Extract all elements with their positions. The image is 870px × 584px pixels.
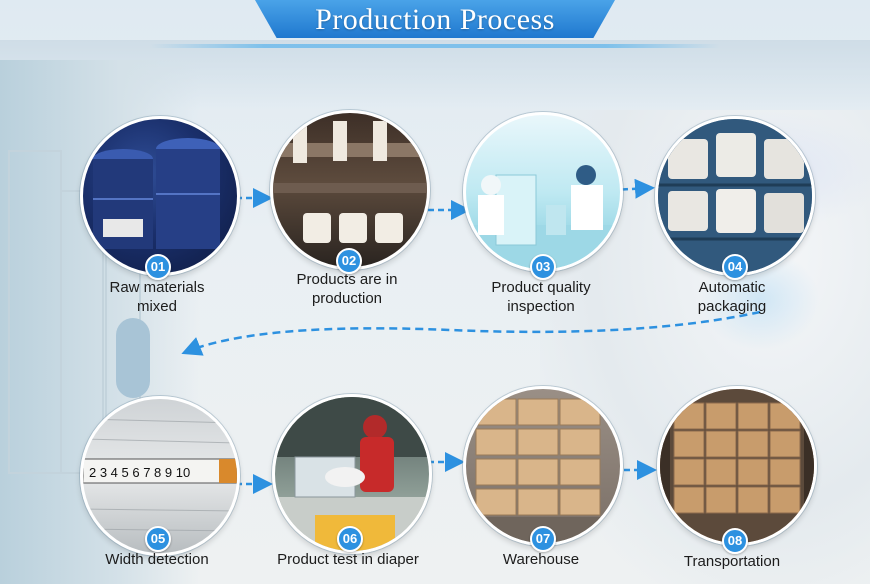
title-banner: Production Process [255, 0, 615, 38]
step-01-label-line1: Raw materials [109, 279, 205, 296]
warehouse-boxes-photo-icon [466, 398, 620, 543]
step-08-badge: 08 [722, 528, 748, 554]
step-08-photo [657, 386, 817, 546]
step-03-badge: 03 [530, 254, 556, 280]
raw-materials-drums-photo-icon [93, 138, 220, 249]
production-machine-photo-icon [273, 121, 427, 243]
step-05-caption: Width detection [67, 550, 247, 569]
step-04-photo [655, 116, 815, 276]
arrow-04-05 [181, 310, 761, 356]
step-02-badge: 02 [336, 248, 362, 274]
step-05-badge: 05 [145, 526, 171, 552]
step-06-caption: Product test in diaper [248, 550, 448, 569]
step-01-badge: 01 [145, 254, 171, 280]
step-03-label-line1: Product quality [491, 279, 591, 296]
background-worker [116, 318, 150, 398]
step-04-label-line2: packaging [697, 298, 767, 315]
step-05-label-line1: Width detection [105, 551, 209, 568]
step-07-label-line1: Warehouse [502, 551, 580, 568]
step-03-photo [463, 112, 623, 272]
step-04-label-line1: Automatic [698, 279, 766, 296]
title-underline [150, 44, 720, 48]
truck-loading-photo-icon [660, 389, 814, 543]
step-03-caption: Product quality inspection [451, 278, 631, 316]
quality-lab-photo-icon [466, 165, 620, 269]
step-01-label-line2: mixed [136, 298, 177, 315]
step-02-label-line1: Products are in [296, 271, 398, 288]
step-02-caption: Products are in production [257, 270, 437, 308]
page-title: Production Process [315, 3, 555, 36]
step-04-badge: 04 [722, 254, 748, 280]
step-03-label-line2: inspection [507, 298, 575, 315]
measuring-tape-photo-icon: 2 3 4 5 6 7 8 9 10 [83, 418, 237, 532]
step-08-label-line1: Transportation [683, 553, 781, 570]
tape-numbers: 2 3 4 5 6 7 8 9 10 [89, 465, 190, 480]
step-04-caption: Automatic packaging [642, 278, 822, 316]
step-07-badge: 07 [530, 526, 556, 552]
step-06-label-line1: Product test in diaper [277, 551, 419, 568]
yarn-spools-photo-icon [658, 119, 812, 273]
step-01-caption: Raw materials mixed [67, 278, 247, 316]
step-06-badge: 06 [337, 526, 363, 552]
step-07-photo [463, 386, 623, 546]
step-07-caption: Warehouse [451, 550, 631, 569]
step-01-photo [80, 116, 240, 276]
step-08-caption: Transportation [642, 552, 822, 571]
step-02-label-line2: production [311, 290, 383, 307]
step-02-photo [270, 110, 430, 270]
arrow-03-04 [611, 178, 655, 199]
